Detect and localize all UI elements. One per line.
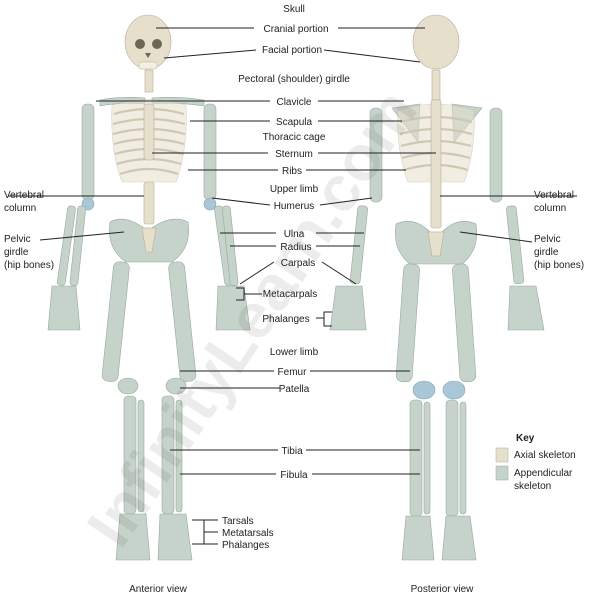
label-tibia: Tibia xyxy=(281,446,303,457)
label-pelvic-left-2: girdle xyxy=(4,247,29,258)
label-pectoral: Pectoral (shoulder) girdle xyxy=(238,74,350,85)
label-vertebral-left-1: Vertebral xyxy=(4,190,44,201)
label-sternum: Sternum xyxy=(275,149,313,160)
label-upper-limb: Upper limb xyxy=(270,184,319,195)
label-vertebral-left-2: column xyxy=(4,203,36,214)
label-patella: Patella xyxy=(279,384,310,395)
label-ribs: Ribs xyxy=(282,166,302,177)
label-vertebral-right-1: Vertebral xyxy=(534,190,574,201)
label-pelvic-left-1: Pelvic xyxy=(4,234,31,245)
key-axial-label: Axial skeleton xyxy=(514,450,576,461)
label-pelvic-right-1: Pelvic xyxy=(534,234,561,245)
key-legend: Key Axial skeleton Appendicular skeleton xyxy=(495,433,576,492)
label-phalanges-foot: Phalanges xyxy=(222,540,269,551)
label-scapula: Scapula xyxy=(276,117,313,128)
label-lower-limb: Lower limb xyxy=(270,347,319,358)
label-radius: Radius xyxy=(280,242,311,253)
label-facial: Facial portion xyxy=(262,45,322,56)
label-pelvic-right-3: (hip bones) xyxy=(534,260,584,271)
key-axial-swatch xyxy=(495,447,509,463)
label-metatarsals: Metatarsals xyxy=(222,528,274,539)
label-clavicle: Clavicle xyxy=(276,97,311,108)
label-phalanges-hand: Phalanges xyxy=(262,314,309,325)
label-vertebral-right-2: column xyxy=(534,203,566,214)
label-cranial: Cranial portion xyxy=(263,24,328,35)
label-skull: Skull xyxy=(283,4,305,15)
label-ulna: Ulna xyxy=(284,229,305,240)
key-appendicular-label-1: Appendicular xyxy=(514,468,573,479)
label-tarsals: Tarsals xyxy=(222,516,254,527)
label-femur: Femur xyxy=(278,367,308,378)
anterior-skeleton xyxy=(47,14,251,561)
label-humerus: Humerus xyxy=(274,201,315,212)
labels: Skull Cranial portion Facial portion Pec… xyxy=(4,4,584,595)
anterior-view-caption: Anterior view xyxy=(129,584,188,595)
label-fibula: Fibula xyxy=(280,470,308,481)
leader-lines xyxy=(8,27,577,545)
posterior-skeleton xyxy=(329,14,545,561)
posterior-view-caption: Posterior view xyxy=(411,584,475,595)
label-thoracic: Thoracic cage xyxy=(263,132,326,143)
key-title: Key xyxy=(516,433,535,444)
key-appendicular-swatch xyxy=(495,465,509,481)
label-carpals: Carpals xyxy=(281,258,315,269)
label-pelvic-right-2: girdle xyxy=(534,247,559,258)
key-appendicular-label-2: skeleton xyxy=(514,481,551,492)
label-metacarpals: Metacarpals xyxy=(263,289,317,300)
label-pelvic-left-3: (hip bones) xyxy=(4,260,54,271)
